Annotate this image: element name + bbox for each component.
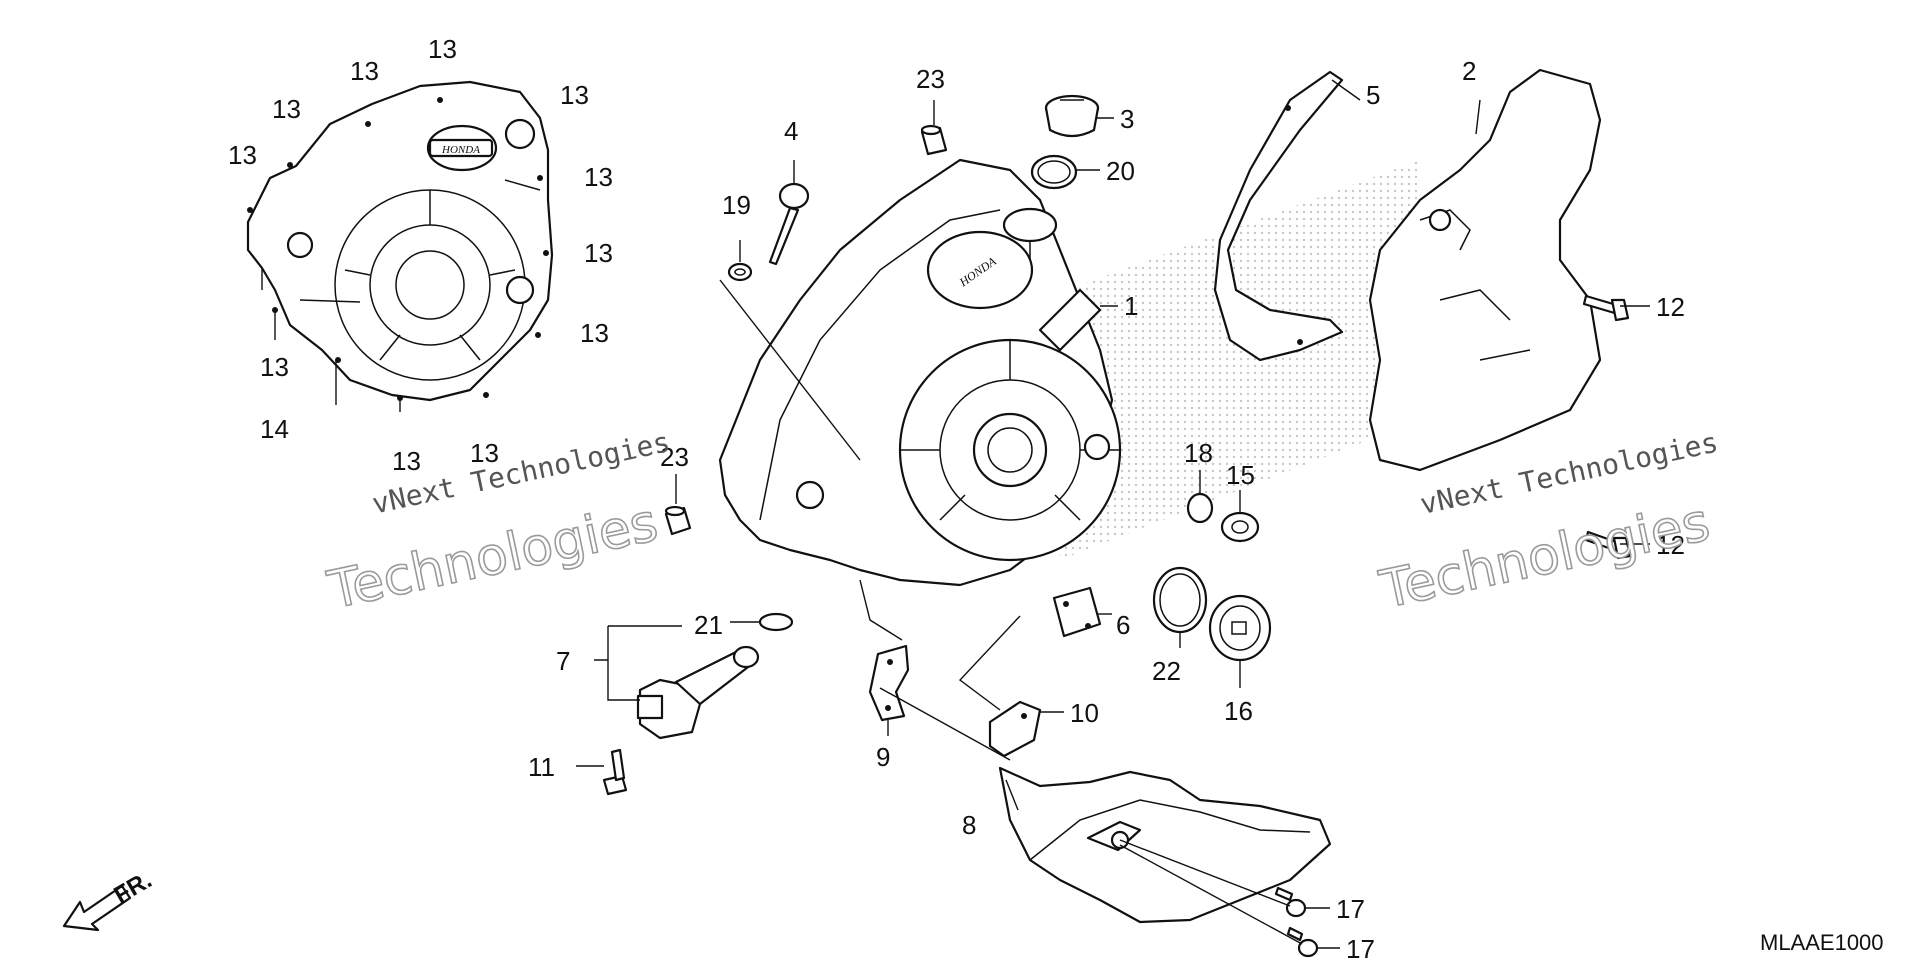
guard-part-8[interactable] [998, 766, 1332, 924]
o-ring-part-21[interactable] [758, 612, 794, 632]
dowel-pin-part-23-top[interactable] [920, 124, 948, 156]
o-ring-part-19[interactable] [727, 262, 753, 282]
callout-labels: 1 2 3 4 5 6 7 8 9 10 11 12 12 14 15 16 1… [228, 34, 1685, 960]
callout-21: 21 [694, 610, 723, 640]
sensor-part-7[interactable] [636, 645, 760, 740]
callout-15: 15 [1226, 460, 1255, 490]
callout-13: 13 [560, 80, 589, 110]
callout-20: 20 [1106, 156, 1135, 186]
callout-18: 18 [1184, 438, 1213, 468]
callout-16: 16 [1224, 696, 1253, 726]
callout-4: 4 [784, 116, 798, 146]
dipstick-part-4[interactable] [768, 182, 810, 266]
callout-13: 13 [428, 34, 457, 64]
callout-3: 3 [1120, 104, 1134, 134]
bolt-part-12-top[interactable] [1582, 294, 1630, 322]
watermark-left: vNext Technologies Technologies [322, 425, 673, 622]
callout-13: 13 [470, 438, 499, 468]
bolt-part-11[interactable] [602, 748, 628, 796]
dotted-background [1040, 160, 1420, 560]
callout-11: 11 [528, 752, 555, 782]
callout-2: 2 [1462, 56, 1476, 86]
dowel-pin-part-23-left[interactable] [664, 505, 692, 536]
callout-13: 13 [260, 352, 289, 382]
bracket-part-9[interactable] [868, 644, 910, 722]
cap-part-15[interactable] [1220, 511, 1260, 543]
callout-13: 13 [350, 56, 379, 86]
gasket-part-5[interactable] [1213, 70, 1344, 362]
screw-part-17-bottom[interactable] [1286, 926, 1319, 958]
callout-13: 13 [392, 446, 421, 476]
cap-part-16[interactable] [1208, 594, 1272, 662]
callout-17-top: 17 [1336, 894, 1365, 924]
callout-23-left: 23 [660, 442, 689, 472]
callout-12-top: 12 [1656, 292, 1685, 322]
callout-19: 19 [722, 190, 751, 220]
callout-7: 7 [556, 646, 570, 676]
o-ring-part-22[interactable] [1152, 566, 1208, 634]
front-arrow: FR. [62, 866, 156, 932]
callout-5: 5 [1366, 80, 1380, 110]
callout-1: 1 [1124, 291, 1138, 321]
leader-lines [261, 79, 1650, 949]
diagram-code: MLAAE1000 [1760, 930, 1884, 955]
callout-10: 10 [1070, 698, 1099, 728]
callout-17-bottom: 17 [1346, 934, 1375, 960]
o-ring-part-20[interactable] [1030, 154, 1078, 190]
main-cover-part-1[interactable]: HONDA [718, 158, 1122, 587]
callout-13: 13 [584, 238, 613, 268]
callout-12-bottom: 12 [1656, 530, 1685, 560]
bolt-part-12-bottom[interactable] [1584, 530, 1632, 560]
callout-13: 13 [580, 318, 609, 348]
cover-emblem: HONDA [441, 144, 480, 156]
outer-cover-part-14[interactable]: HONDA [246, 80, 554, 402]
callout-22: 22 [1152, 656, 1181, 686]
callout-13: 13 [272, 94, 301, 124]
plate-part-6[interactable] [1052, 586, 1102, 638]
callout-8: 8 [962, 810, 976, 840]
oil-filler-cap-part-3[interactable] [1044, 94, 1100, 138]
callout-13: 13 [584, 162, 613, 192]
callout-14: 14 [260, 414, 289, 444]
callout-9: 9 [876, 742, 890, 772]
callout-13: 13 [228, 140, 257, 170]
o-ring-part-18[interactable] [1186, 492, 1214, 524]
callout-6: 6 [1116, 610, 1130, 640]
callout-23-top: 23 [916, 64, 945, 94]
side-shroud-part-2[interactable] [1368, 68, 1602, 472]
bracket-part-10[interactable] [988, 700, 1042, 758]
